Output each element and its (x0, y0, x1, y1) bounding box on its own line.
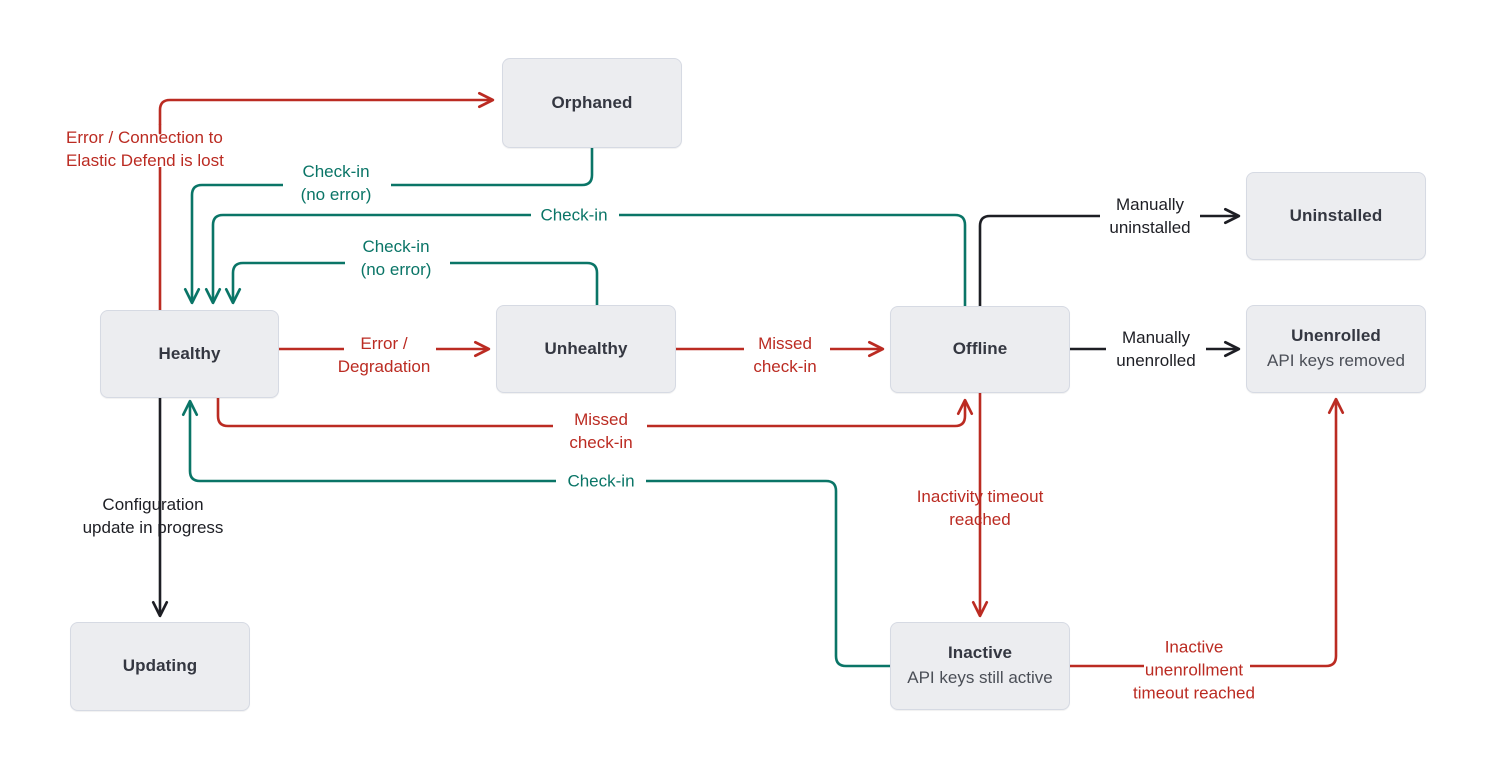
edge-offline-to-uninstalled (978, 207, 1241, 308)
edge-label-inactive-to-healthy: Check-in (567, 471, 635, 491)
node-unenrolled[interactable]: Unenrolled API keys removed (1246, 305, 1426, 393)
node-uninstalled-title: Uninstalled (1289, 205, 1383, 225)
edge-label-offline-to-unenrolled: Manually unenrolled (1116, 328, 1196, 370)
edge-inactive-to-healthy (181, 399, 892, 668)
node-unhealthy-title: Unhealthy (544, 338, 628, 358)
edge-label-inactive-to-unenrolled: Inactive unenrollment timeout reached (1133, 637, 1255, 703)
edge-label-offline-to-healthy: Check-in (540, 205, 608, 225)
node-unenrolled-title: Unenrolled (1291, 325, 1381, 345)
node-orphaned[interactable]: Orphaned (502, 58, 682, 148)
node-updating[interactable]: Updating (70, 622, 250, 711)
node-inactive-title: Inactive (947, 642, 1013, 662)
node-uninstalled[interactable]: Uninstalled (1246, 172, 1426, 260)
edge-healthy-to-orphaned (158, 91, 495, 312)
node-updating-title: Updating (122, 656, 198, 676)
edge-inactive-to-unenrolled (1068, 397, 1345, 668)
node-healthy-title: Healthy (158, 343, 221, 363)
node-inactive[interactable]: Inactive API keys still active (890, 622, 1070, 710)
edge-label-offline-to-uninstalled: Manually uninstalled (1109, 195, 1191, 237)
node-offline-title: Offline (952, 339, 1008, 359)
edge-orphaned-to-healthy (183, 146, 594, 305)
node-healthy[interactable]: Healthy (100, 310, 279, 398)
node-orphaned-title: Orphaned (551, 92, 633, 112)
edge-label-offline-to-inactive: Inactivity timeout reached (916, 487, 1044, 529)
edge-label-healthy-to-orphaned: Error / Connection to Elastic Defend is … (66, 128, 224, 170)
edge-label-unhealthy-to-healthy: Check-in (no error) (360, 237, 432, 279)
node-unhealthy[interactable]: Unhealthy (496, 305, 676, 393)
node-inactive-subtitle: API keys still active (907, 668, 1053, 688)
node-offline[interactable]: Offline (890, 306, 1070, 393)
edge-label-healthy-to-updating: Configuration update in progress (82, 495, 224, 537)
edge-label-orphaned-to-healthy: Check-in (no error) (300, 162, 372, 204)
edge-label-healthy-to-unhealthy: Error / Degradation (337, 334, 431, 376)
edge-label-healthy-to-offline: Missed check-in (569, 410, 633, 452)
node-unenrolled-subtitle: API keys removed (1267, 351, 1405, 371)
edge-label-unhealthy-to-offline: Missed check-in (753, 334, 817, 376)
